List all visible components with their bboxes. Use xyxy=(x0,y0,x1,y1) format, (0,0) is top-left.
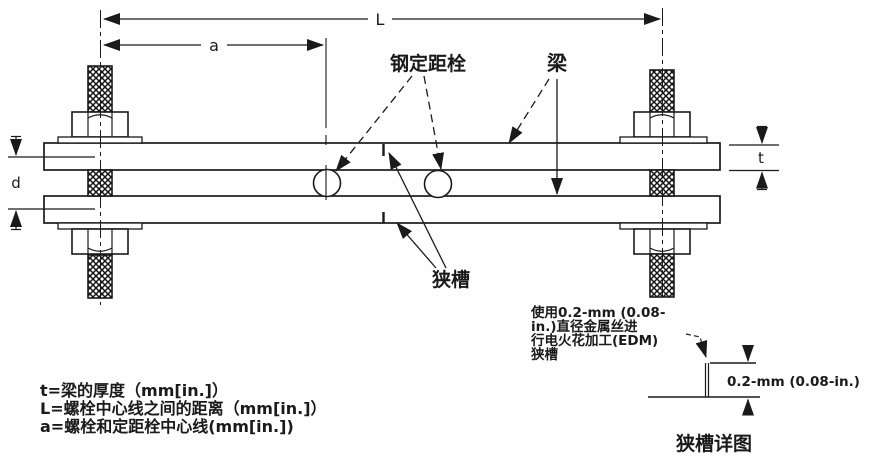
spacer-pin-leader-left xyxy=(335,75,413,172)
dim-a-label: a xyxy=(209,36,219,55)
edm-note: 使用0.2-mm (0.08- in.)直径金属丝进 行电火花加工(EDM) 狭… xyxy=(530,304,665,363)
bolt-right-washer-bottom xyxy=(619,222,708,230)
legend: t=梁的厚度（mm[in.]） L=螺栓中心线之间的距离（mm[in.]） a=… xyxy=(40,381,327,436)
slot-leader-top xyxy=(388,152,447,269)
slot-detail-leader xyxy=(685,333,708,358)
dim-a xyxy=(103,38,327,200)
spacer-pin-label: 钢定距栓 xyxy=(390,52,466,75)
bolt-right xyxy=(619,8,708,300)
bolt-right-washer-top xyxy=(619,136,708,144)
bolt-left-nut-bottom xyxy=(71,228,129,255)
bolt-left xyxy=(57,10,143,305)
slot-leaders xyxy=(388,152,447,269)
slot-detail-dim-label: 0.2-mm (0.08-in.) xyxy=(727,374,860,390)
slot-detail-slot-walls xyxy=(704,363,710,397)
edm-note-line-2: in.)直径金属丝进 xyxy=(531,318,638,335)
legend-line-t: t=梁的厚度（mm[in.]） xyxy=(40,381,228,400)
slot-detail xyxy=(648,333,760,416)
spacer-pins xyxy=(312,168,453,199)
legend-line-L: L=螺栓中心线之间的距离（mm[in.]） xyxy=(40,399,327,418)
beam-leaders xyxy=(508,78,563,195)
dim-t-label: t xyxy=(758,149,764,167)
slot-label: 狭槽 xyxy=(431,268,470,291)
slot-detail-caption: 狭槽详图 xyxy=(675,432,752,455)
beam-leader-top xyxy=(508,78,550,144)
dim-d-label: d xyxy=(11,174,21,192)
spacer-pin-left xyxy=(312,168,342,198)
beams xyxy=(43,142,721,224)
slot-leader-bottom xyxy=(396,222,437,269)
legend-line-a: a=螺栓和定距栓中心线(mm[in.]) xyxy=(40,417,294,436)
spacer-pin-leader-right xyxy=(423,75,445,170)
beam-label: 梁 xyxy=(546,51,568,75)
dim-t xyxy=(729,125,779,191)
edm-note-line-3: 行电火花加工(EDM) xyxy=(530,332,658,349)
edm-note-line-1: 使用0.2-mm (0.08- xyxy=(530,304,665,321)
dim-L-label: L xyxy=(376,10,385,29)
spacer-pin-right xyxy=(423,169,453,199)
edm-note-line-4: 狭槽 xyxy=(530,346,559,363)
spacer-pin-leaders xyxy=(335,75,445,172)
dim-d xyxy=(8,135,95,231)
bottom-beam xyxy=(43,195,721,224)
top-beam xyxy=(43,142,721,171)
